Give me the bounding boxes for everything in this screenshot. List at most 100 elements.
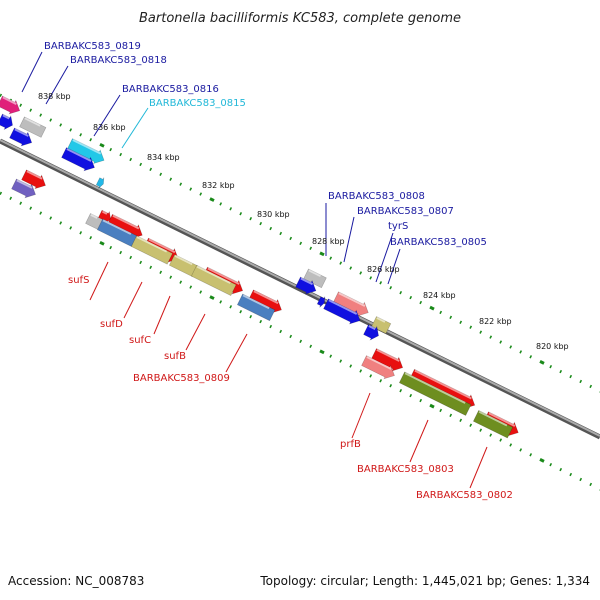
tick-mark: [489, 433, 493, 437]
tick-mark: [579, 379, 583, 384]
tick-mark: [149, 167, 153, 172]
gene-sufD-top-gloss: [148, 238, 176, 254]
gene-0816: [61, 147, 95, 172]
gene-label-tyrS[interactable]: tyrS: [388, 221, 408, 232]
tick-mark: [149, 265, 153, 270]
tick-mark: [499, 340, 503, 344]
gene-label-prfB[interactable]: prfB: [340, 439, 361, 450]
gene-lower-2-shape: [11, 178, 36, 199]
tick-mark: [89, 236, 93, 240]
leader-sufS: [89, 261, 109, 301]
gene-label-0815[interactable]: BARBAKC583_0815: [149, 98, 246, 109]
gene-label-0805[interactable]: BARBAKC583_0805: [390, 237, 487, 248]
gene-0816-shape: [61, 147, 95, 172]
gene-label-0809[interactable]: BARBAKC583_0809: [133, 373, 230, 384]
tick-mark: [59, 123, 63, 127]
gene-label-sufB[interactable]: sufB: [164, 351, 186, 362]
leader-0807: [343, 216, 355, 263]
tick-mark: [469, 325, 473, 329]
tick-mark: [389, 286, 393, 290]
tick-mark: [529, 355, 533, 359]
leader-0805: [387, 248, 401, 285]
tick-mark: [299, 339, 303, 344]
kbp-label-832: 832 kbp: [202, 181, 235, 190]
gene-label-0816[interactable]: BARBAKC583_0816: [122, 84, 219, 95]
tick-mark: [229, 305, 233, 309]
gene-label-0802[interactable]: BARBAKC583_0802: [416, 490, 513, 501]
tick-mark: [59, 221, 63, 225]
gene-0802-gloss: [478, 410, 508, 427]
tick-mark: [269, 226, 273, 231]
label-leaders: [21, 51, 488, 489]
tick-mark: [489, 335, 493, 339]
gene-0802-top-gloss: [488, 412, 516, 427]
tick-mark: [129, 157, 133, 162]
leader-0809: [225, 333, 248, 373]
genome-stats-text: Topology: circular; Length: 1,445,021 bp…: [259, 574, 590, 588]
gene-lower-1-gloss: [26, 170, 43, 180]
gene-0808b: [295, 276, 317, 295]
gene-label-sufD[interactable]: sufD: [100, 319, 123, 330]
gene-label-0819[interactable]: BARBAKC583_0819: [44, 41, 141, 52]
tick-mark: [169, 177, 173, 181]
tick-mark: [449, 413, 453, 418]
leader-0815: [121, 107, 149, 149]
gene-0818: [19, 116, 47, 138]
gene-label-0818[interactable]: BARBAKC583_0818: [70, 55, 167, 66]
gene-0807b-shape: [316, 296, 326, 308]
kbp-label-838: 838 kbp: [38, 92, 71, 101]
gene-label-0807[interactable]: BARBAKC583_0807: [357, 206, 454, 217]
gene-lower-1: [21, 169, 46, 190]
tick-mark: [569, 374, 573, 379]
tick-mark: [19, 103, 23, 107]
tick-mark: [119, 152, 123, 157]
tick-mark: [419, 398, 423, 403]
tick-mark: [19, 201, 23, 205]
tick-mark: [39, 211, 43, 215]
gene-0804-gloss: [368, 325, 376, 330]
gene-label-sufS[interactable]: sufS: [68, 275, 89, 286]
gene-0802-shape: [472, 410, 514, 439]
tick-mark: [169, 275, 173, 279]
gene-0819-shape: [0, 95, 21, 115]
tick-mark: [9, 196, 13, 200]
tick-mark: [329, 354, 333, 358]
tick-mark: [589, 482, 593, 487]
tick-mark: [349, 364, 353, 368]
tick-mark: [159, 270, 163, 274]
gene-sufC2-shape: [168, 254, 199, 278]
tick-mark: [459, 418, 463, 422]
kbp-label-830: 830 kbp: [257, 210, 290, 219]
gene-0808b-gloss: [300, 277, 313, 286]
gene-0808: [303, 268, 327, 289]
gene-tyrS-gloss: [328, 299, 358, 315]
tick-mark: [309, 344, 313, 348]
tick-mark: [589, 384, 593, 389]
tick-mark: [399, 388, 403, 393]
gene-0807b: [316, 296, 326, 308]
tick-mark: [379, 379, 383, 383]
gene-0814: [95, 177, 105, 189]
tick-mark: [179, 280, 183, 284]
tick-mark: [119, 250, 123, 255]
tick-mark: [369, 374, 373, 378]
gene-label-sufC[interactable]: sufC: [129, 335, 151, 346]
gene-label-0803[interactable]: BARBAKC583_0803: [357, 464, 454, 475]
kbp-label-820: 820 kbp: [536, 342, 569, 351]
gene-tyrS-shape: [323, 298, 361, 325]
tick-mark: [29, 108, 33, 112]
tick-mark: [569, 472, 573, 477]
tick-mark: [339, 359, 343, 363]
tick-mark: [349, 266, 353, 270]
gene-sufS-top-gloss: [102, 210, 108, 215]
tick-mark: [419, 300, 423, 305]
gene-label-0808[interactable]: BARBAKC583_0808: [328, 191, 425, 202]
gene-0809-shape: [236, 293, 276, 322]
gene-0805-shape: [371, 316, 392, 334]
genome-title: Bartonella bacilliformis KC583, complete…: [139, 11, 461, 26]
tick-mark: [89, 138, 93, 142]
tick-mark: [249, 216, 253, 221]
tick-mark: [69, 128, 73, 132]
tick-mark: [79, 231, 83, 235]
tick-mark: [329, 256, 333, 260]
